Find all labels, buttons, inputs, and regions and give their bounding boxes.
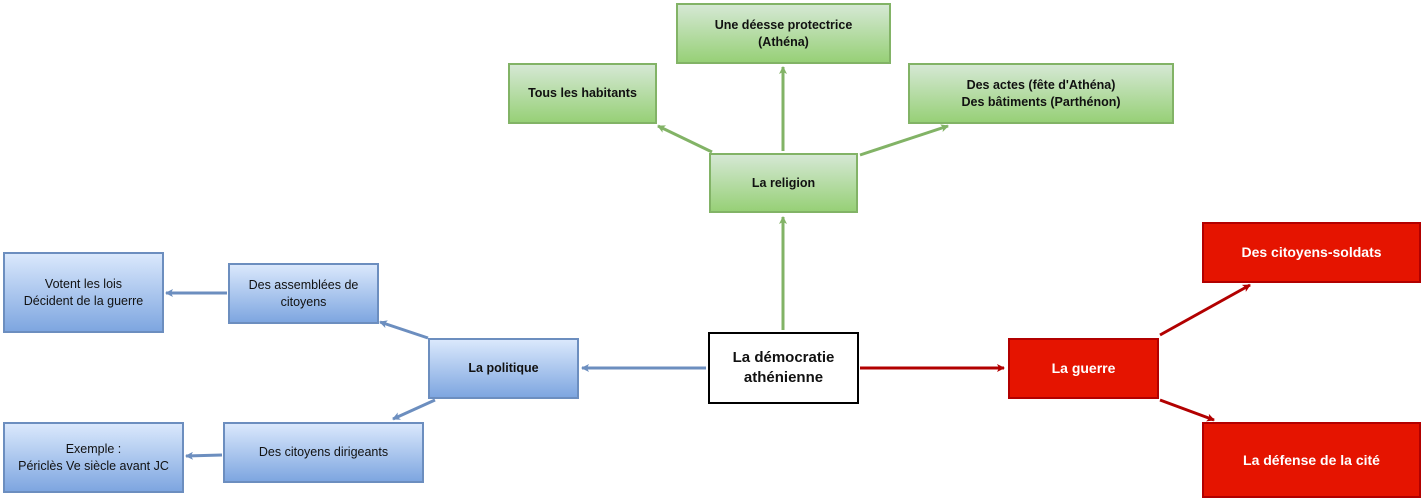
node-religion[interactable]: La religion — [709, 153, 858, 213]
arrow-guerre-defense — [1159, 398, 1215, 422]
node-guerre[interactable]: La guerre — [1008, 338, 1159, 399]
node-democratie[interactable]: La démocratie athénienne — [708, 332, 859, 404]
node-habitants[interactable]: Tous les habitants — [508, 63, 657, 124]
node-dirigeants[interactable]: Des citoyens dirigeants — [223, 422, 424, 483]
node-soldats[interactable]: Des citoyens-soldats — [1202, 222, 1421, 283]
node-exemple[interactable]: Exemple : Périclès Ve siècle avant JC — [3, 422, 184, 493]
node-defense[interactable]: La défense de la cité — [1202, 422, 1421, 498]
node-deesse[interactable]: Une déesse protectrice (Athéna) — [676, 3, 891, 64]
node-politique[interactable]: La politique — [428, 338, 579, 399]
node-actes[interactable]: Des actes (fête d'Athéna) Des bâtiments … — [908, 63, 1174, 124]
node-assemblees[interactable]: Des assemblées de citoyens — [228, 263, 379, 324]
arrow-religion-habitants — [657, 124, 713, 154]
arrow-politique-assemblees — [379, 320, 429, 340]
arrow-guerre-soldats — [1159, 283, 1251, 337]
arrow-religion-actes — [859, 124, 949, 157]
arrow-dirigeants-exemple — [185, 451, 223, 460]
node-votent[interactable]: Votent les lois Décident de la guerre — [3, 252, 164, 333]
arrow-politique-dirigeants — [392, 398, 436, 421]
